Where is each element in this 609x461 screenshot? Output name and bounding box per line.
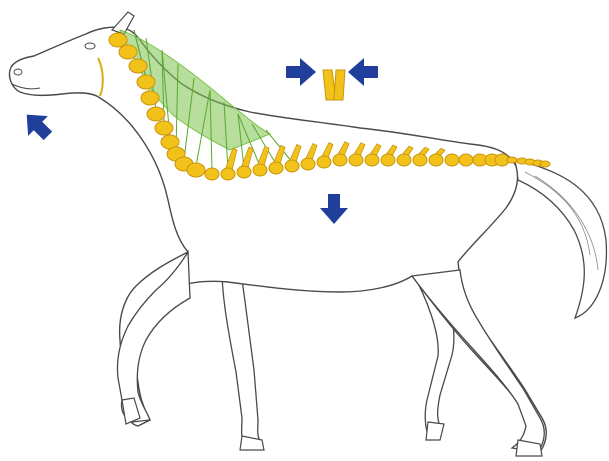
- nose-up-arrow-icon: [17, 105, 58, 146]
- compress-right-arrow-icon: [348, 58, 378, 86]
- vertebra: [333, 154, 347, 166]
- vertebra: [269, 162, 283, 174]
- tail: [515, 160, 606, 318]
- hoof-far-fore: [240, 436, 264, 450]
- vertebra: [119, 45, 137, 59]
- vertebra: [507, 157, 517, 163]
- vertebra: [459, 154, 473, 166]
- vertebra: [429, 154, 443, 166]
- vertebra: [445, 154, 459, 166]
- vertebra: [381, 154, 395, 166]
- vertebra: [397, 154, 411, 166]
- vertebra: [187, 163, 205, 177]
- vertebra: [147, 107, 165, 121]
- vertebra: [155, 121, 173, 135]
- vertebra: [349, 154, 363, 166]
- vertebra: [317, 156, 331, 168]
- vertebra: [540, 161, 550, 167]
- vertebra: [365, 154, 379, 166]
- vertebra: [413, 154, 427, 166]
- vertebra: [141, 91, 159, 105]
- vertebra: [221, 168, 235, 180]
- vertebra: [129, 59, 147, 73]
- vertebra: [285, 160, 299, 172]
- hoof-far-hind: [426, 422, 444, 440]
- vertebra: [205, 168, 219, 180]
- compress-left-arrow-icon: [286, 58, 316, 86]
- vertebra: [253, 164, 267, 176]
- horse-body: [9, 27, 546, 452]
- vertebra: [237, 166, 251, 178]
- eye: [85, 43, 95, 49]
- vertebra: [301, 158, 315, 170]
- vertebra: [109, 33, 127, 47]
- far-fore-leg: [222, 265, 262, 446]
- vertebra: [137, 75, 155, 89]
- compressed-vertebrae-icon: [323, 70, 345, 100]
